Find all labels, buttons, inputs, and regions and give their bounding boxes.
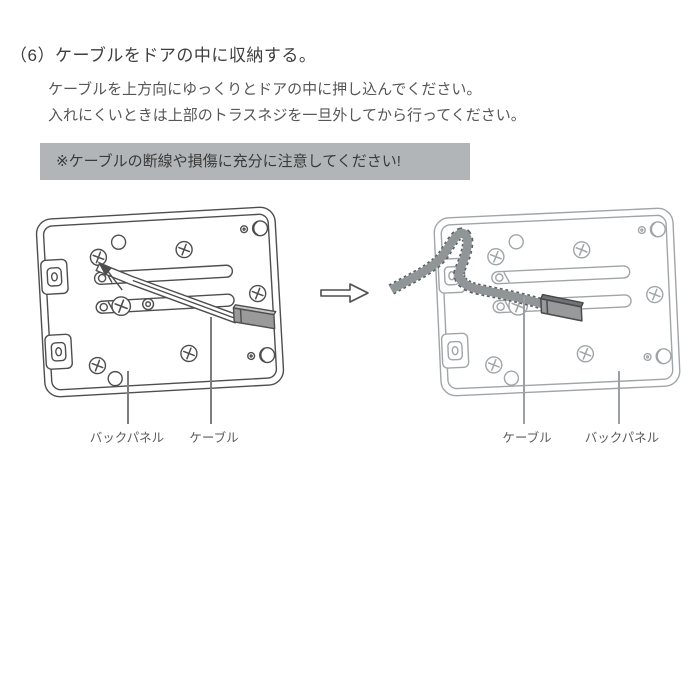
step-heading: （6）ケーブルをドアの中に収納する。 bbox=[10, 46, 317, 65]
instruction-text: ケーブルを上方向にゆっくりとドアの中に押し込んでください。 入れにくいときは上部… bbox=[48, 77, 526, 129]
label-cable: ケーブル bbox=[189, 431, 239, 445]
instruction-line: ケーブルを上方向にゆっくりとドアの中に押し込んでください。 bbox=[48, 81, 482, 98]
instruction-line: 入れにくいときは上部のトラスネジを一旦外してから行ってください。 bbox=[48, 107, 526, 124]
label-back-panel: バックパネル bbox=[89, 431, 165, 445]
diagram-back-panel-before bbox=[35, 206, 285, 398]
caution-banner: ※ケーブルの断線や損傷に充分に注意してください! bbox=[40, 143, 470, 180]
panel-plate bbox=[35, 206, 285, 398]
leader-line bbox=[210, 317, 212, 424]
transform-arrow-icon bbox=[320, 283, 369, 303]
thick-cable bbox=[388, 227, 584, 322]
cable-connector bbox=[232, 304, 277, 330]
cable-connector bbox=[540, 293, 584, 322]
flat-cable bbox=[95, 261, 277, 330]
leader-line bbox=[523, 297, 525, 424]
leader-line bbox=[127, 371, 129, 424]
screw-pointer-arrow bbox=[107, 271, 123, 291]
diagram-back-panel-after bbox=[388, 207, 681, 397]
leader-line bbox=[618, 371, 620, 424]
label-cable: ケーブル bbox=[502, 431, 552, 445]
label-back-panel: バックパネル bbox=[584, 431, 660, 445]
